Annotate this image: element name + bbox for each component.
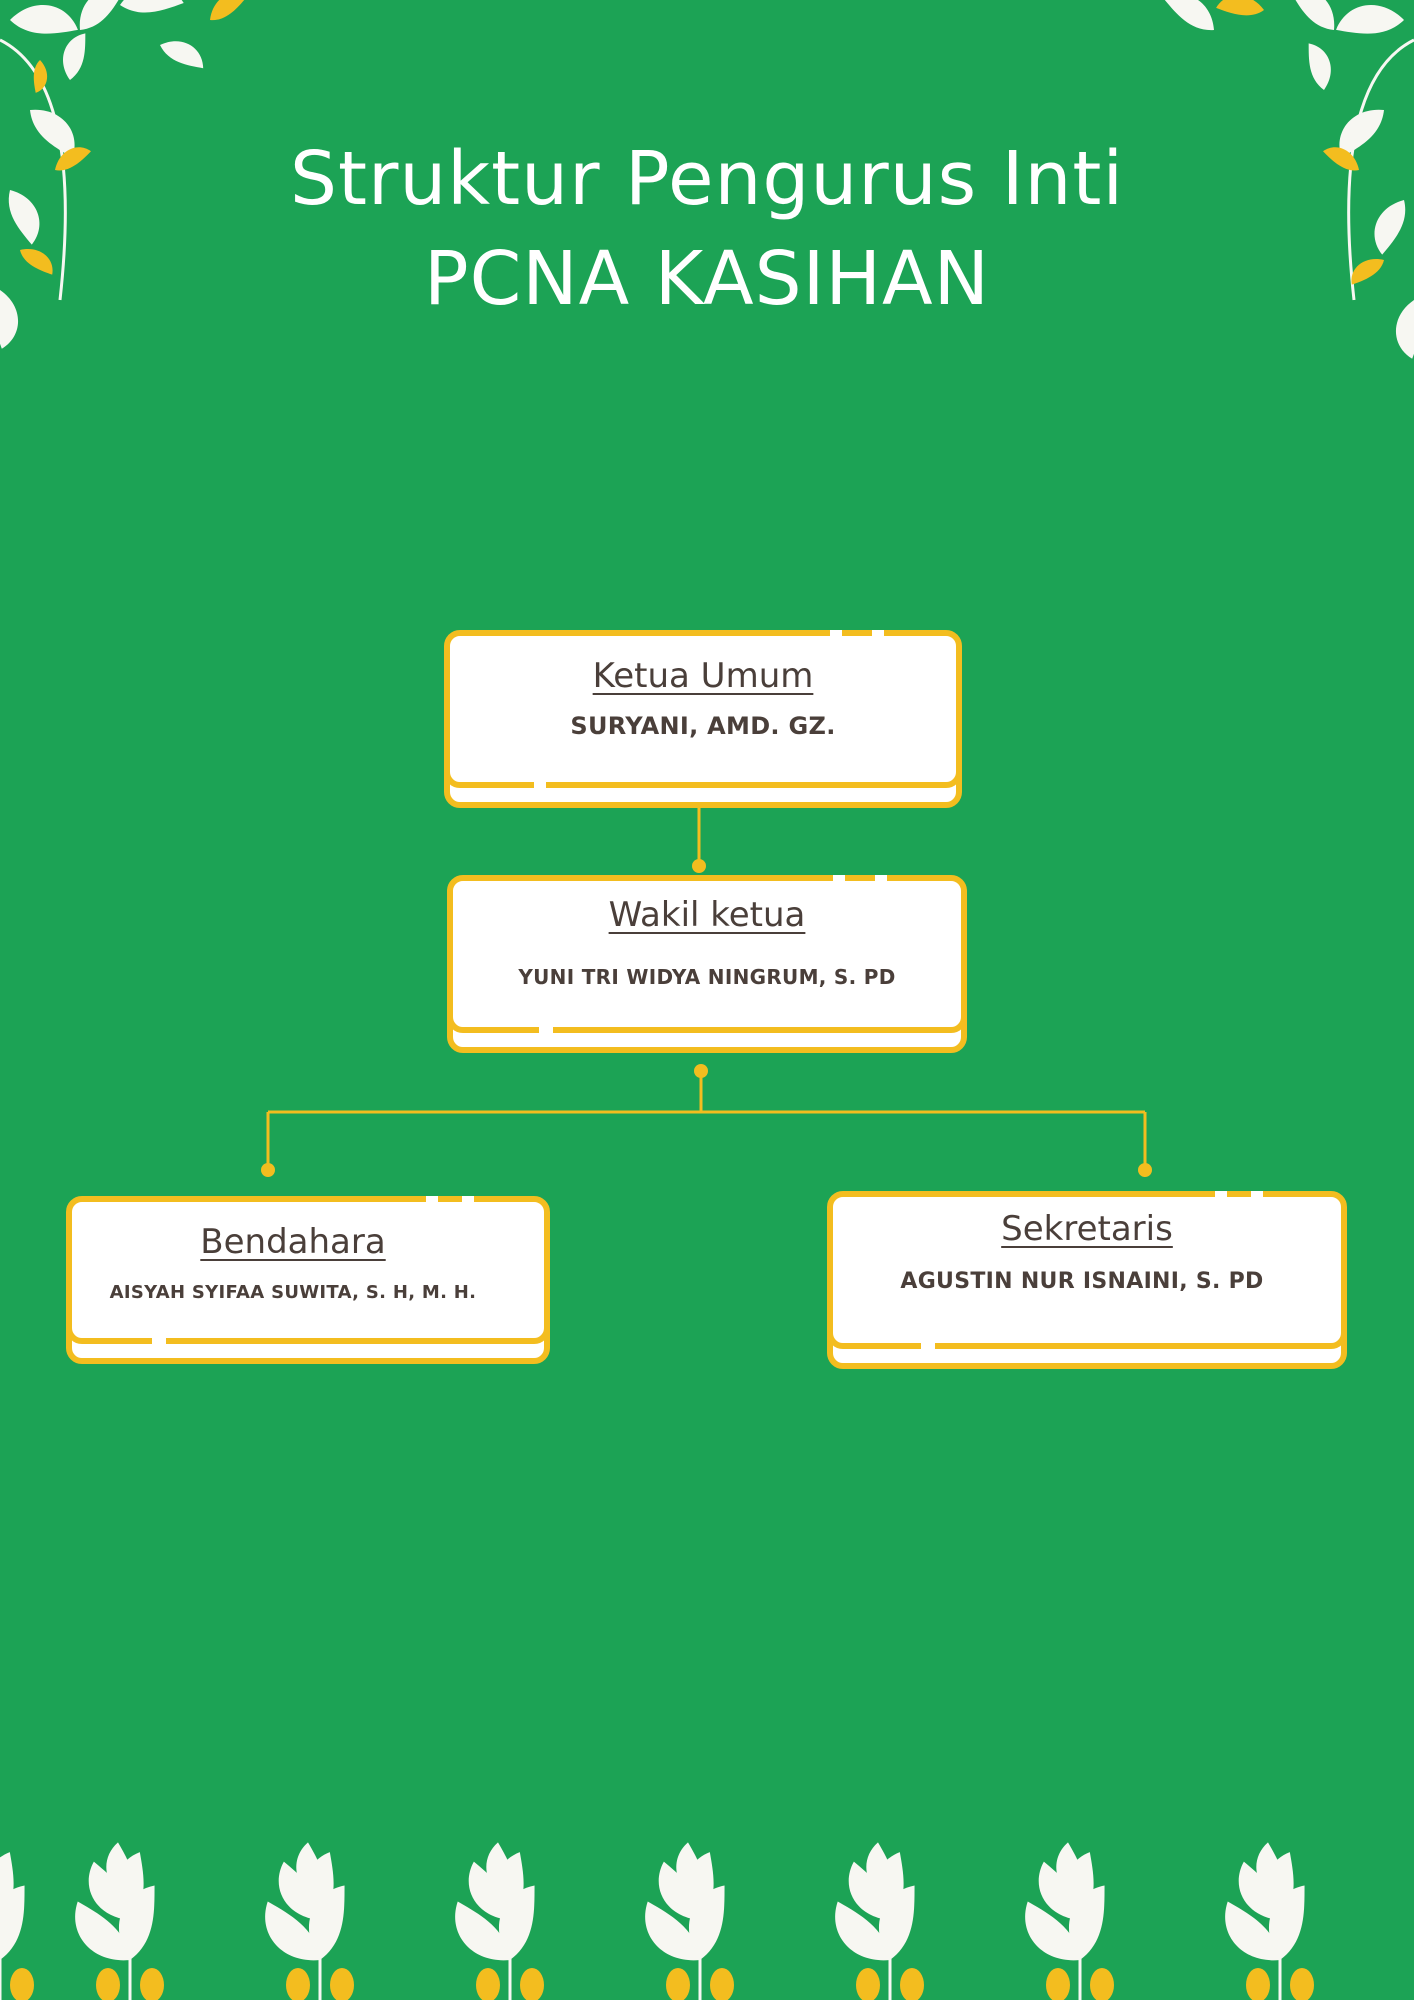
node-bendahara: Bendahara AISYAH SYIFAA SUWITA, S. H, M.… <box>66 1196 550 1364</box>
card <box>444 630 962 788</box>
card <box>827 1191 1347 1349</box>
role-label: Bendahara <box>200 1222 386 1262</box>
page-title: Struktur Pengurus Inti <box>289 136 1124 222</box>
connector-dot-icon <box>261 1163 275 1177</box>
bottom-leaf-border-icon <box>0 1842 1322 2000</box>
role-label: Ketua Umum <box>592 656 814 696</box>
person-name: AISYAH SYIFAA SUWITA, S. H, M. H. <box>109 1282 477 1303</box>
person-name: AGUSTIN NUR ISNAINI, S. PD <box>900 1269 1264 1294</box>
role-label: Wakil ketua <box>608 895 806 935</box>
node-wakil-ketua: Wakil ketua YUNI TRI WIDYA NINGRUM, S. P… <box>447 875 967 1053</box>
connector-dot-icon <box>694 1064 708 1078</box>
card <box>66 1196 550 1344</box>
top-right-leaf-icon <box>1158 0 1414 361</box>
person-name: SURYANI, AMD. GZ. <box>570 712 836 740</box>
person-name: YUNI TRI WIDYA NINGRUM, S. PD <box>518 965 896 989</box>
node-sekretaris: Sekretaris AGUSTIN NUR ISNAINI, S. PD <box>827 1191 1347 1369</box>
top-left-leaf-icon <box>0 0 252 351</box>
role-label: Sekretaris <box>1001 1209 1173 1249</box>
connector-dot-icon <box>692 859 706 873</box>
card <box>447 875 967 1033</box>
connector-dot-icon <box>1138 1163 1152 1177</box>
page-subtitle: PCNA KASIHAN <box>423 236 991 322</box>
node-ketua-umum: Ketua Umum SURYANI, AMD. GZ. <box>444 630 962 808</box>
